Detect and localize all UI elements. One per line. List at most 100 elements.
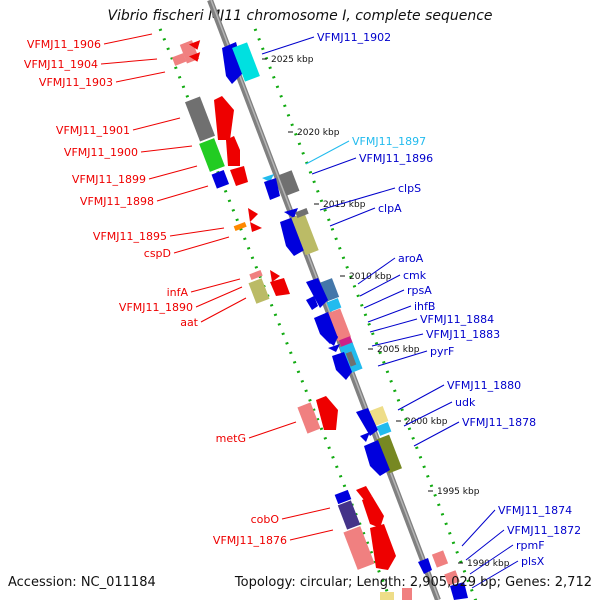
guide-dot bbox=[429, 484, 434, 488]
guide-dot bbox=[177, 75, 182, 79]
leader-line bbox=[200, 297, 247, 323]
gene-box bbox=[327, 308, 351, 342]
scale-label: 2025 kbp bbox=[271, 55, 314, 65]
gene-arrow bbox=[226, 136, 240, 166]
guide-dot bbox=[374, 341, 379, 345]
gene-arrow bbox=[250, 222, 262, 232]
guide-dot bbox=[448, 531, 452, 535]
guide-dot bbox=[279, 94, 283, 98]
guide-dot bbox=[404, 417, 408, 421]
guide-dot bbox=[285, 341, 289, 345]
guide-dot bbox=[239, 227, 243, 231]
gene-arrow bbox=[356, 486, 372, 500]
leader-line bbox=[311, 157, 357, 175]
gene-label-right: rpsA bbox=[407, 284, 432, 297]
gene-arrow bbox=[230, 166, 248, 186]
guide-dot bbox=[418, 455, 423, 459]
leader-line bbox=[289, 529, 334, 541]
gene-box bbox=[297, 402, 321, 434]
gene-box bbox=[337, 500, 361, 530]
guide-dot bbox=[290, 123, 294, 127]
guide-dot bbox=[269, 303, 274, 307]
scale-label: 1990 kbp bbox=[467, 559, 510, 569]
leader-line bbox=[363, 289, 405, 309]
gene-features bbox=[171, 40, 468, 600]
guide-dot bbox=[297, 142, 302, 146]
guide-dot bbox=[323, 436, 328, 440]
leader-line bbox=[132, 117, 181, 131]
gene-label-right: pyrF bbox=[430, 345, 454, 358]
gene-box bbox=[278, 170, 300, 196]
gene-box bbox=[345, 351, 357, 367]
gene-label-left: VFMJ11_1876 bbox=[213, 534, 287, 547]
gene-box bbox=[249, 270, 263, 280]
gene-arrow bbox=[328, 344, 340, 352]
gene-label-left: VFMJ11_1906 bbox=[27, 38, 101, 51]
guide-dot bbox=[356, 294, 360, 298]
gene-arrow bbox=[270, 278, 290, 296]
gene-arrow bbox=[306, 278, 328, 308]
gene-arrow bbox=[264, 178, 280, 200]
guide-dot bbox=[338, 246, 342, 250]
guide-dot bbox=[308, 398, 312, 402]
gene-arrow bbox=[284, 208, 298, 218]
scale-label: 2010 kbp bbox=[349, 272, 392, 282]
guide-dot bbox=[360, 303, 364, 307]
gene-label-right: VFMJ11_1880 bbox=[447, 379, 521, 392]
guide-dot bbox=[341, 256, 346, 260]
leader-line bbox=[329, 207, 376, 227]
leader-line bbox=[413, 421, 460, 447]
guide-dot bbox=[292, 360, 297, 364]
guide-dot bbox=[301, 151, 305, 155]
leader-line bbox=[173, 236, 230, 254]
gene-box bbox=[295, 208, 309, 218]
guide-dot bbox=[312, 180, 316, 184]
leader-line bbox=[261, 36, 315, 55]
guide-dot bbox=[273, 313, 278, 317]
guide-dot bbox=[261, 47, 265, 51]
scale-label: 2000 kbp bbox=[405, 417, 448, 427]
gene-box bbox=[338, 336, 354, 348]
guide-dot bbox=[411, 436, 415, 440]
gene-label-right: VFMJ11_1896 bbox=[359, 152, 433, 165]
guide-dot bbox=[367, 322, 371, 326]
guide-dot bbox=[235, 218, 239, 222]
guide-dot bbox=[174, 66, 178, 70]
guide-dot bbox=[338, 474, 343, 478]
gene-label-right: aroA bbox=[398, 252, 424, 265]
guide-dot bbox=[316, 189, 320, 193]
gene-labels: VFMJ11_1906VFMJ11_1904VFMJ11_1903VFMJ11_… bbox=[24, 31, 581, 568]
leader-line bbox=[377, 350, 428, 367]
leader-line bbox=[469, 544, 514, 575]
guide-dot bbox=[378, 351, 382, 355]
guide-dot bbox=[335, 465, 339, 469]
leader-line bbox=[115, 71, 166, 83]
leader-line bbox=[169, 227, 225, 237]
scale-label: 2005 kbp bbox=[377, 345, 420, 355]
guide-dot bbox=[389, 379, 393, 383]
leader-line bbox=[281, 507, 331, 520]
guide-dot bbox=[158, 28, 163, 32]
guide-dot bbox=[466, 579, 470, 583]
guide-dot bbox=[371, 332, 375, 336]
guide-dot bbox=[384, 588, 389, 592]
gene-label-left: cobO bbox=[251, 513, 280, 526]
gene-box bbox=[376, 434, 402, 474]
gene-box bbox=[248, 278, 270, 304]
leader-line bbox=[195, 286, 243, 308]
guide-dot bbox=[257, 37, 261, 41]
gene-label-left: VFMJ11_1903 bbox=[39, 76, 113, 89]
gene-label-right: plsX bbox=[521, 555, 545, 568]
guide-dot bbox=[319, 199, 324, 203]
gene-box bbox=[376, 422, 392, 436]
gene-label-left: VFMJ11_1898 bbox=[80, 195, 154, 208]
leader-line bbox=[357, 257, 396, 285]
guide-dot bbox=[381, 579, 385, 583]
gene-box bbox=[232, 42, 260, 82]
guide-dot bbox=[415, 446, 419, 450]
guide-dot bbox=[363, 313, 368, 317]
guide-dot bbox=[254, 265, 259, 269]
scale-label: 2015 kbp bbox=[323, 200, 366, 210]
gene-label-right: VFMJ11_1883 bbox=[426, 328, 500, 341]
guide-dot bbox=[400, 408, 404, 412]
